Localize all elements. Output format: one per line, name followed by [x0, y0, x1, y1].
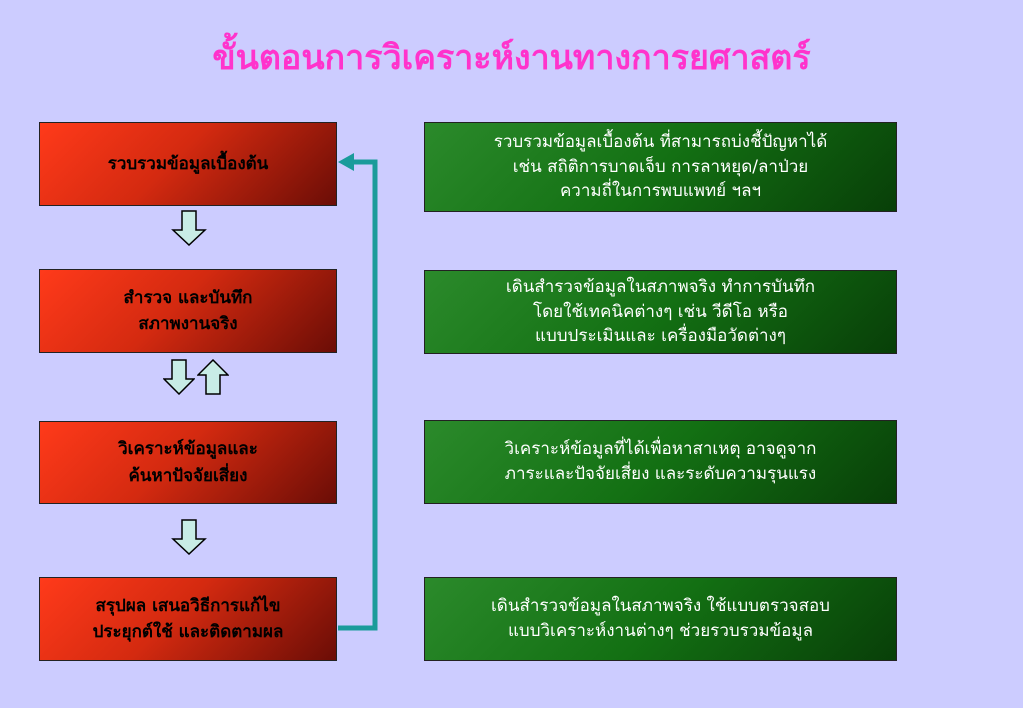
note-collect-data: รวบรวมข้อมูลเบื้องต้น ที่สามารถบ่งชี้ปัญ…: [424, 122, 897, 212]
note-line: โดยใช้เทคนิคต่างๆ เช่น วีดีโอ หรือ: [532, 301, 788, 322]
step-label-line: ประยุกต์ใช้ และติดตามผล: [92, 622, 284, 642]
note-line: รวบรวมข้อมูลเบื้องต้น ที่สามารถบ่งชี้ปัญ…: [493, 132, 828, 153]
page-title: ขั้นตอนการวิเคราะห์งานทางการยศาสตร์: [212, 38, 811, 78]
step-label-line: ค้นหาปัจจัยเสี่ยง: [128, 465, 248, 486]
note-line: แบบวิเคราะห์งานต่างๆ ช่วยรวบรวมข้อมูล: [507, 621, 813, 641]
step-label-line: สรุปผล เสนอวิธีการแก้ไข: [95, 595, 281, 616]
note-conclude-follow-up: เดินสำรวจข้อมูลในสภาพจริง ใช้แบบตรวจสอบ …: [424, 577, 897, 661]
step-survey-record: สำรวจ และบันทึก สภาพงานจริง: [39, 269, 337, 353]
step-label-line: วิเคราะห์ข้อมูลและ: [118, 439, 258, 460]
note-line: ภาระและปัจจัยเสี่ยง และระดับความรุนแรง: [504, 464, 817, 484]
step-label-line: รวบรวมข้อมูลเบื้องต้น: [107, 153, 269, 174]
step-analyze-risk: วิเคราะห์ข้อมูลและ ค้นหาปัจจัยเสี่ยง: [39, 421, 337, 504]
block-arrow-down-icon: [171, 519, 207, 555]
step-label-line: สำรวจ และบันทึก: [123, 287, 253, 308]
note-survey-record: เดินสำรวจข้อมูลในสภาพจริง ทำการบันทึก โด…: [424, 270, 897, 354]
feedback-arrow-icon: [338, 153, 378, 631]
block-arrow-up-icon: [197, 359, 229, 395]
note-line: แบบประเมินและ เครื่องมือวัดต่างๆ: [535, 326, 786, 347]
step-collect-data: รวบรวมข้อมูลเบื้องต้น: [39, 122, 337, 206]
block-arrow-down-icon: [163, 359, 195, 395]
note-line: เดินสำรวจข้อมูลในสภาพจริง ทำการบันทึก: [505, 277, 816, 298]
note-analyze-risk: วิเคราะห์ข้อมูลที่ได้เพื่อหาสาเหตุ อาจดู…: [424, 420, 897, 504]
step-conclude-follow-up: สรุปผล เสนอวิธีการแก้ไข ประยุกต์ใช้ และต…: [39, 577, 337, 661]
block-arrow-down-icon: [171, 210, 207, 246]
step-label-line: สภาพงานจริง: [138, 314, 238, 334]
note-line: เช่น สถิติการบาดเจ็บ การลาหยุด/ลาป่วย: [512, 156, 809, 177]
note-line: เดินสำรวจข้อมูลในสภาพจริง ใช้แบบตรวจสอบ: [491, 596, 830, 617]
note-line: วิเคราะห์ข้อมูลที่ได้เพื่อหาสาเหตุ อาจดู…: [504, 439, 817, 460]
note-line: ความถี่ในการพบแพทย์ ฯลฯ: [559, 181, 762, 202]
